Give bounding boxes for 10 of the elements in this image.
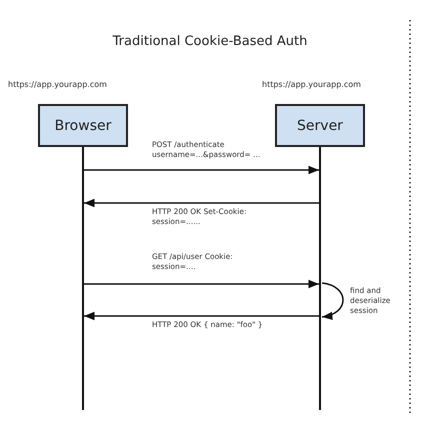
participant-box: Browser [38, 104, 128, 147]
message-arrow [84, 280, 319, 288]
participant-box: Server [275, 104, 365, 147]
diagram-title: Traditional Cookie-Based Auth [112, 34, 308, 49]
message-arrow [84, 312, 319, 320]
url-text: https://app.yourapp.com [262, 80, 361, 89]
message-arrow [322, 282, 344, 320]
url-text: https://app.yourapp.com [8, 80, 107, 89]
message-arrow [84, 166, 319, 174]
message-arrow [84, 198, 319, 208]
